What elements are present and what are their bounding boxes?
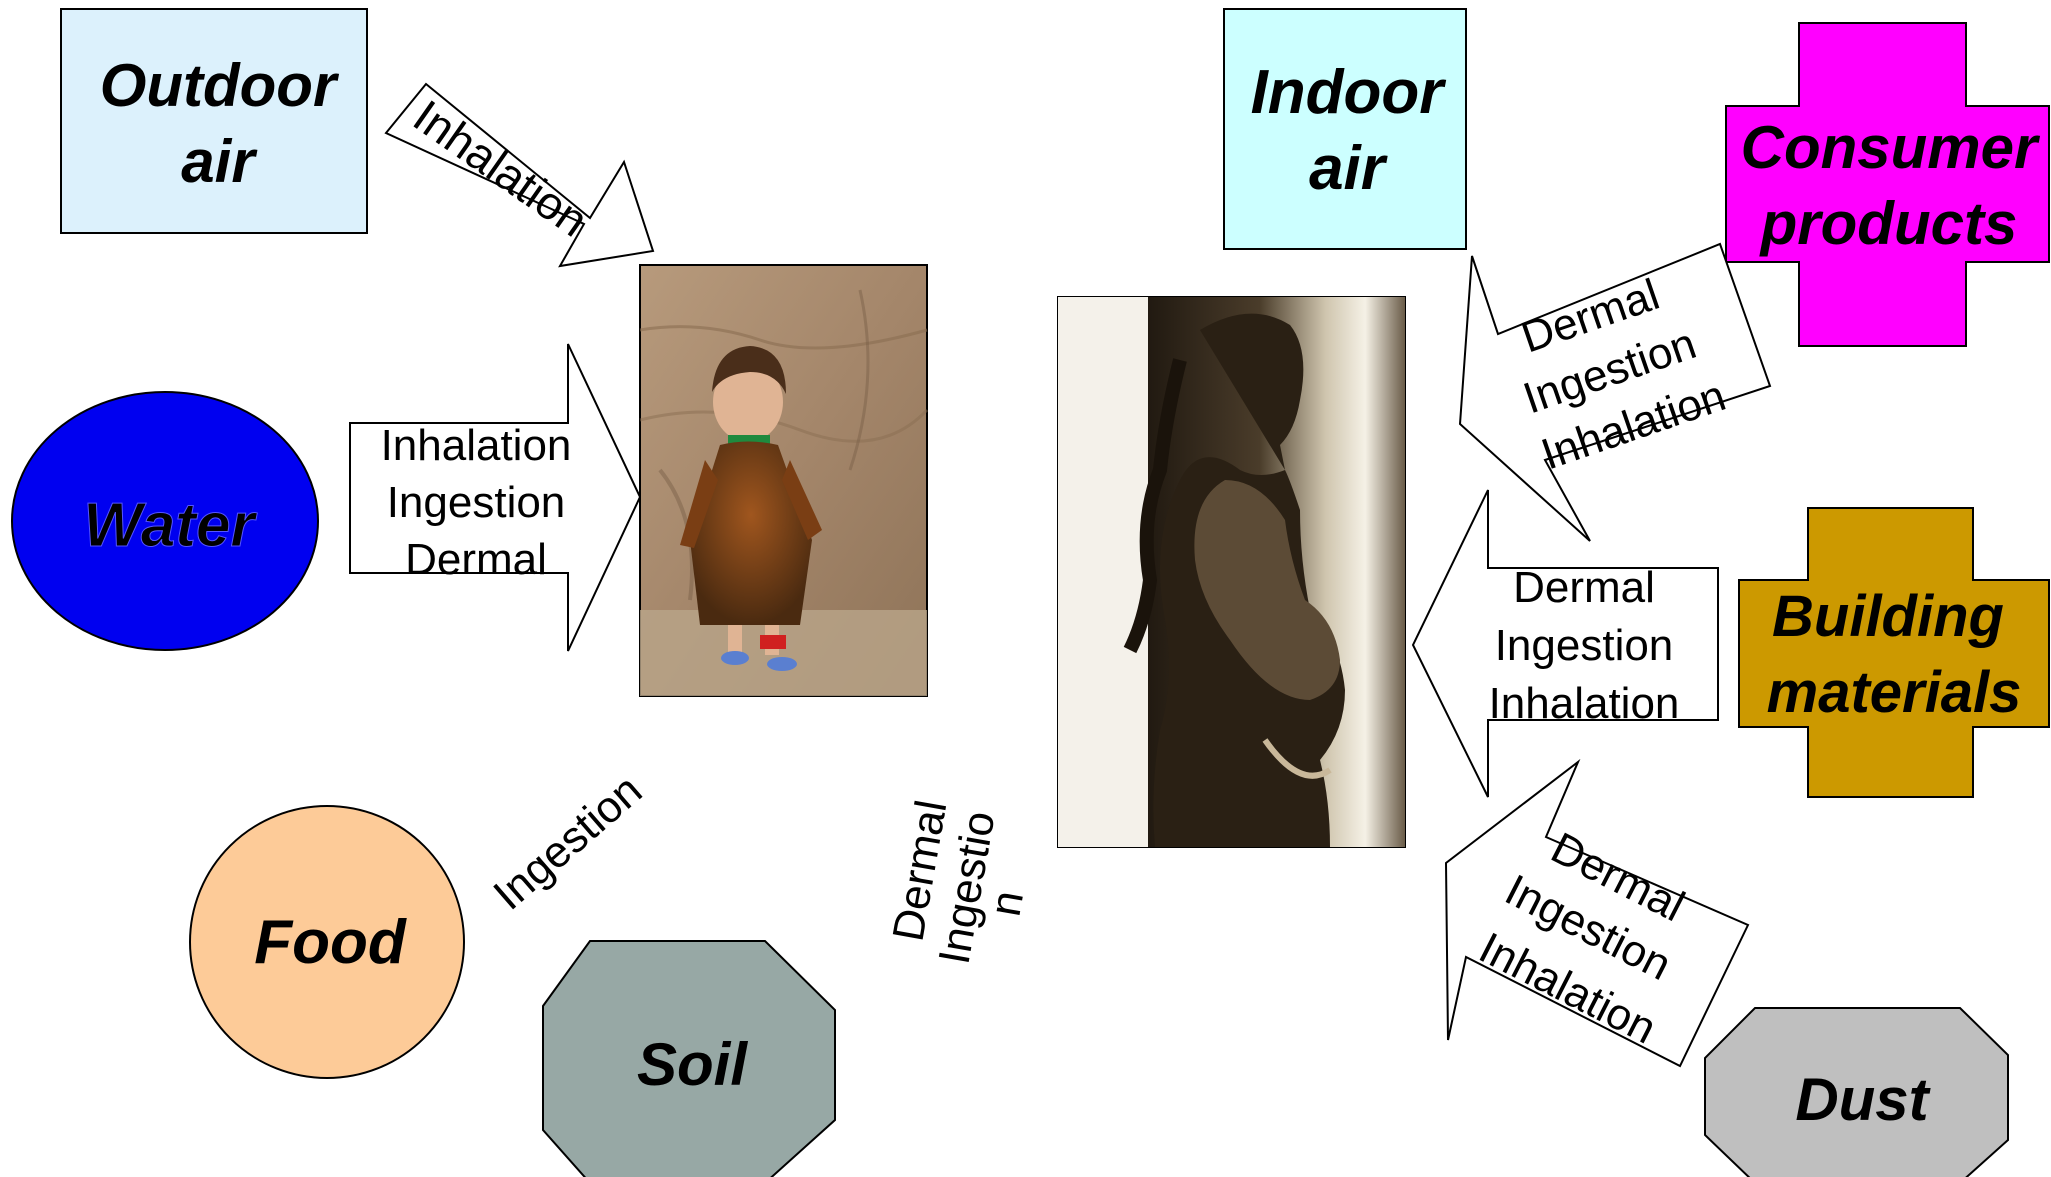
dust-label: Dust bbox=[1795, 1066, 1931, 1133]
consumer-products-cross bbox=[1726, 23, 2049, 346]
food-source: Food bbox=[190, 806, 464, 1078]
water-route-dermal: Dermal bbox=[405, 535, 547, 584]
outdoor-air-label-line1: Outdoor bbox=[100, 52, 340, 119]
soil-routes-label: Dermal Ingestio n bbox=[884, 797, 1034, 968]
consumer-products-label-line1: Consumer bbox=[1741, 114, 2041, 181]
dust-routes-arrow: Dermal Ingestion Inhalation bbox=[1446, 762, 1748, 1066]
consumer-products-label-line2: products bbox=[1759, 190, 2018, 257]
water-label: Water bbox=[83, 491, 257, 560]
outdoor-inhalation-arrow: Inhalation bbox=[386, 84, 653, 266]
soil-route-ingestion-n: n bbox=[981, 887, 1034, 920]
food-label: Food bbox=[254, 908, 407, 977]
outdoor-air-source: Outdoor air bbox=[61, 9, 367, 233]
building-route-dermal: Dermal bbox=[1513, 563, 1655, 612]
outdoor-air-label-line2: air bbox=[181, 128, 258, 195]
soil-label: Soil bbox=[637, 1031, 748, 1098]
child-photo bbox=[640, 265, 927, 696]
building-route-inhalation: Inhalation bbox=[1489, 679, 1680, 728]
food-ingestion-label: Ingestion bbox=[484, 765, 651, 919]
building-materials-cross bbox=[1739, 508, 2049, 797]
indoor-air-source: Indoor air bbox=[1224, 9, 1466, 249]
water-source: Water bbox=[12, 392, 318, 650]
indoor-air-label-line1: Indoor bbox=[1251, 58, 1447, 127]
outdoor-inhalation-label: Inhalation bbox=[404, 90, 597, 247]
building-materials-label-line2: materials bbox=[1767, 660, 2022, 725]
outdoor-air-box bbox=[61, 9, 367, 233]
soil-source: Soil bbox=[543, 941, 835, 1177]
building-materials-source: Building materials bbox=[1739, 508, 2049, 797]
indoor-air-label-line2: air bbox=[1309, 134, 1388, 203]
pregnant-woman-photo bbox=[1058, 297, 1405, 847]
water-routes-arrow: Inhalation Ingestion Dermal bbox=[350, 344, 640, 651]
dust-source: Dust bbox=[1705, 1008, 2008, 1177]
consumer-routes-arrow: Dermal Ingestion Inhalation bbox=[1460, 244, 1770, 541]
indoor-air-box bbox=[1224, 9, 1466, 249]
consumer-products-source: Consumer products bbox=[1726, 23, 2049, 346]
water-route-ingestion: Ingestion bbox=[387, 478, 566, 527]
water-route-inhalation: Inhalation bbox=[381, 421, 572, 470]
building-routes-arrow: Dermal Ingestion Inhalation bbox=[1413, 490, 1718, 797]
building-materials-label-line1: Building bbox=[1772, 584, 2004, 649]
building-route-ingestion: Ingestion bbox=[1495, 621, 1674, 670]
